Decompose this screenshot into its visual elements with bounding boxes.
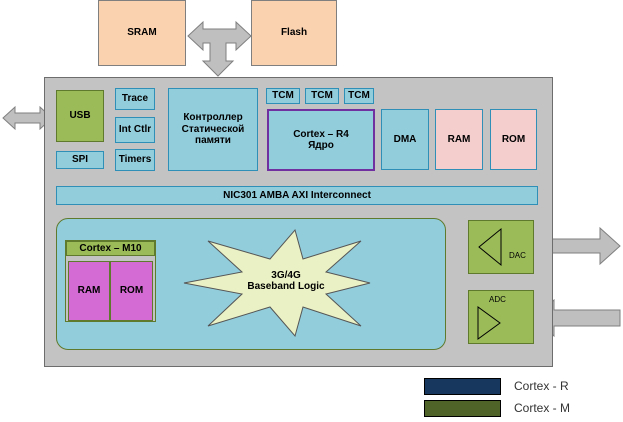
flash-block: Flash (251, 0, 337, 66)
int-ctlr-block: Int Ctlr (115, 117, 155, 143)
memory-bus-arrow (187, 20, 252, 77)
ram-block: RAM (435, 109, 483, 170)
tcm-label-3: TCM (348, 90, 370, 102)
cortex-r4-label: Cortex – R4 Ядро (293, 128, 349, 152)
tcm-block-3: TCM (344, 88, 374, 104)
legend: Cortex - R Cortex - M (420, 376, 620, 420)
sram-block: SRAM (98, 0, 186, 66)
int-ctlr-label: Int Ctlr (118, 124, 152, 136)
baseband-logic-label: 3G/4G Baseband Logic (247, 269, 325, 293)
dac-triangle-icon (478, 227, 502, 267)
baseband-logic-star (183, 228, 371, 338)
legend-swatch-cortex-m (424, 400, 501, 417)
ram-label: RAM (447, 133, 471, 145)
tcm-label-1: TCM (272, 90, 294, 102)
cortex-m10-block: Cortex – M10 (66, 241, 155, 256)
adc-block: ADC (468, 290, 534, 344)
legend-label-cortex-m: Cortex - M (514, 401, 571, 415)
tcm-block-2: TCM (305, 88, 339, 104)
legend-label-cortex-r: Cortex - R (514, 379, 569, 393)
dma-label: DMA (393, 133, 417, 145)
adc-label: ADC (489, 295, 506, 304)
cortex-r4-block: Cortex – R4 Ядро (267, 109, 375, 171)
dac-label: DAC (509, 251, 526, 260)
trace-block: Trace (115, 88, 155, 110)
sram-label: SRAM (127, 27, 157, 39)
m10-ram-label: RAM (77, 285, 101, 297)
static-memory-controller-block: Контроллер Статической памяти (168, 88, 258, 171)
timers-label: Timers (118, 154, 152, 166)
dac-block: DAC (468, 220, 534, 274)
axi-interconnect-label: NIC301 AMBA AXI Interconnect (223, 189, 371, 201)
static-memory-controller-label: Контроллер Статической памяти (181, 112, 245, 147)
rom-label: ROM (501, 133, 526, 145)
adc-triangle-icon (477, 306, 501, 340)
dma-block: DMA (381, 109, 429, 170)
spi-block: SPI (56, 151, 104, 169)
m10-rom-label: ROM (119, 285, 144, 297)
tcm-label-2: TCM (311, 90, 333, 102)
usb-block: USB (56, 90, 104, 142)
m10-ram-block: RAM (68, 261, 110, 321)
legend-swatch-cortex-r (424, 378, 501, 395)
cortex-m10-label: Cortex – M10 (79, 242, 142, 254)
trace-label: Trace (121, 93, 149, 105)
m10-rom-block: ROM (110, 261, 153, 321)
timers-block: Timers (115, 149, 155, 171)
flash-label: Flash (280, 27, 308, 39)
usb-label: USB (69, 110, 91, 122)
baseband-logic-label-box: 3G/4G Baseband Logic (226, 264, 346, 298)
spi-label: SPI (71, 154, 89, 166)
rom-block: ROM (490, 109, 537, 170)
tcm-block-1: TCM (266, 88, 300, 104)
axi-interconnect-bar: NIC301 AMBA AXI Interconnect (56, 186, 538, 205)
